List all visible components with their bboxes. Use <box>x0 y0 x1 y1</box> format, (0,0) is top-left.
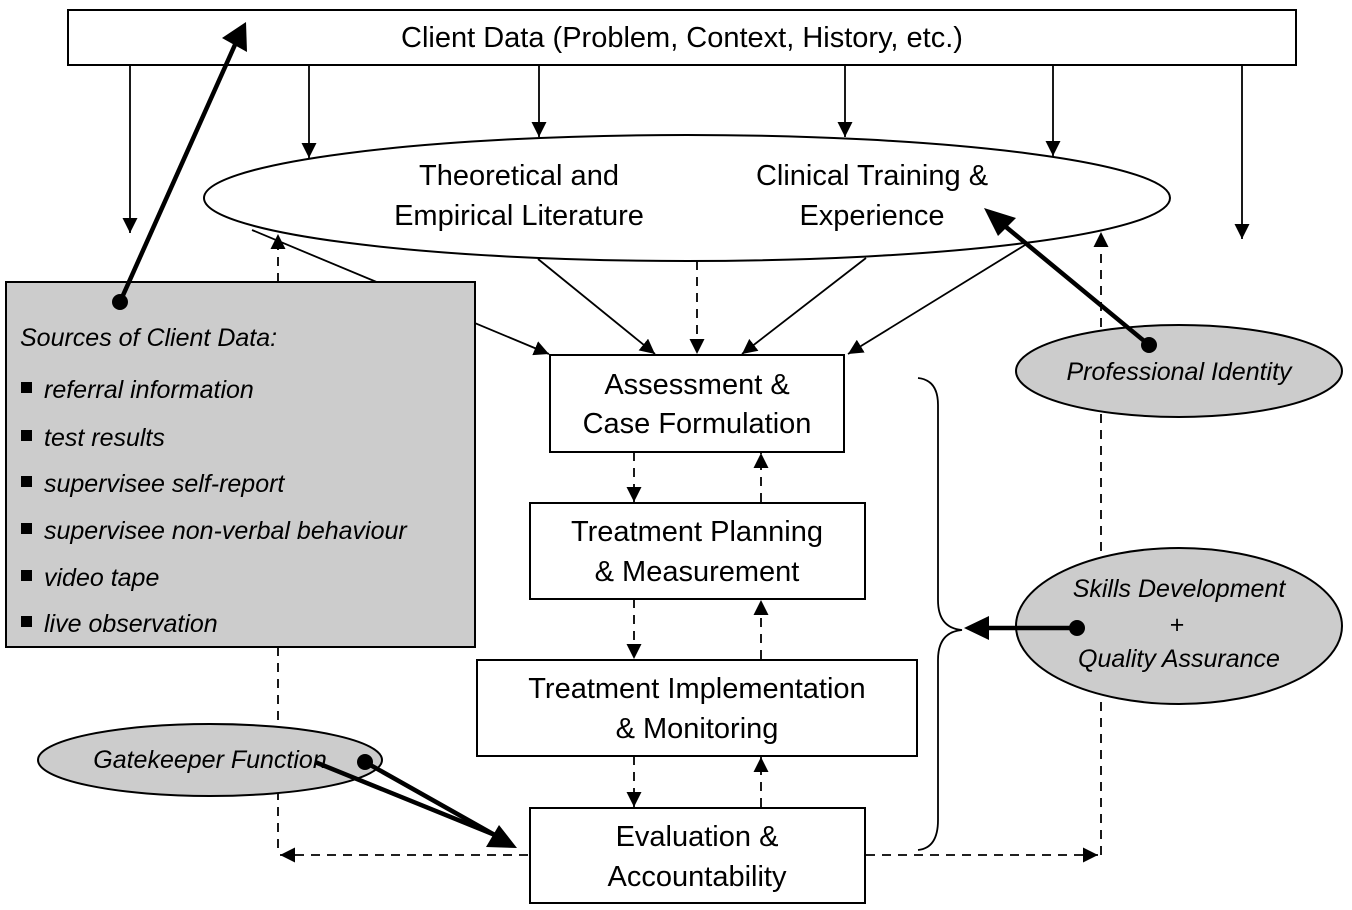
knowledge-ellipse <box>203 134 1171 262</box>
assessment-line-1: Assessment & <box>604 369 789 401</box>
curly-brace <box>917 377 963 851</box>
arrow-ellipse-to-assessment-3 <box>741 257 867 355</box>
bullet-icon <box>21 616 32 627</box>
ellipse-text-clinical-2: Experience <box>799 200 944 232</box>
bullet-icon <box>21 523 32 534</box>
sources-item: live observation <box>44 610 218 638</box>
sources-box <box>5 281 476 648</box>
arrowhead-icon <box>964 616 989 640</box>
sources-list: referral information test results superv… <box>21 376 408 638</box>
sources-item: supervisee non-verbal behaviour <box>44 517 408 545</box>
assessment-box <box>549 354 845 453</box>
treatment-implementation-line-2: & Monitoring <box>616 713 779 745</box>
treatment-planning-line-1: Treatment Planning <box>571 516 823 548</box>
bullet-icon <box>21 570 32 581</box>
ellipse-text-theoretical-1: Theoretical and <box>419 160 619 192</box>
treatment-implementation-line-1: Treatment Implementation <box>528 673 865 705</box>
bullet-icon <box>21 382 32 393</box>
arrow-ellipse-to-assessment-4 <box>847 244 1026 355</box>
gatekeeper-label: Gatekeeper Function <box>93 746 326 774</box>
arrow-ellipse-to-assessment-2 <box>537 258 656 355</box>
quality-assurance-label: Quality Assurance <box>1078 645 1280 673</box>
evaluation-line-2: Accountability <box>608 861 787 893</box>
client-data-box <box>67 9 1297 66</box>
arrowhead-icon <box>984 208 1016 236</box>
evaluation-line-1: Evaluation & <box>616 821 779 853</box>
sources-item: test results <box>44 424 165 452</box>
bullet-icon <box>21 476 32 487</box>
arrow-identity-to-clinical <box>998 220 1151 347</box>
arrowhead-icon <box>222 22 247 52</box>
treatment-planning-box <box>529 502 866 600</box>
arrowhead-icon <box>486 825 517 848</box>
client-data-title: Client Data (Problem, Context, History, … <box>401 22 963 54</box>
evaluation-box <box>529 807 866 904</box>
arrow-gatekeeper-line <box>363 760 502 840</box>
sources-item: referral information <box>44 376 254 404</box>
sources-item: video tape <box>44 564 159 592</box>
professional-identity-ellipse <box>1015 324 1343 418</box>
professional-identity-label: Professional Identity <box>1066 358 1293 386</box>
bullet-icon <box>21 430 32 441</box>
gatekeeper-ellipse <box>37 723 383 797</box>
treatment-implementation-box <box>476 659 918 757</box>
skills-development-label: Skills Development <box>1073 575 1287 603</box>
plus-sign: + <box>1170 611 1185 639</box>
connector-dot-icon <box>1069 620 1085 636</box>
arrow-gatekeeper-to-evaluation <box>314 759 501 840</box>
arrow-sources-to-client-data <box>117 37 241 303</box>
connector-dot-icon <box>112 294 128 310</box>
ellipse-text-theoretical-2: Empirical Literature <box>394 200 644 232</box>
treatment-planning-line-2: & Measurement <box>595 556 800 588</box>
sources-heading: Sources of Client Data: <box>20 324 277 352</box>
connector-dot-icon <box>1141 337 1157 353</box>
ellipse-text-clinical-1: Clinical Training & <box>756 160 988 192</box>
sources-item: supervisee self-report <box>44 470 285 498</box>
assessment-line-2: Case Formulation <box>583 408 812 440</box>
